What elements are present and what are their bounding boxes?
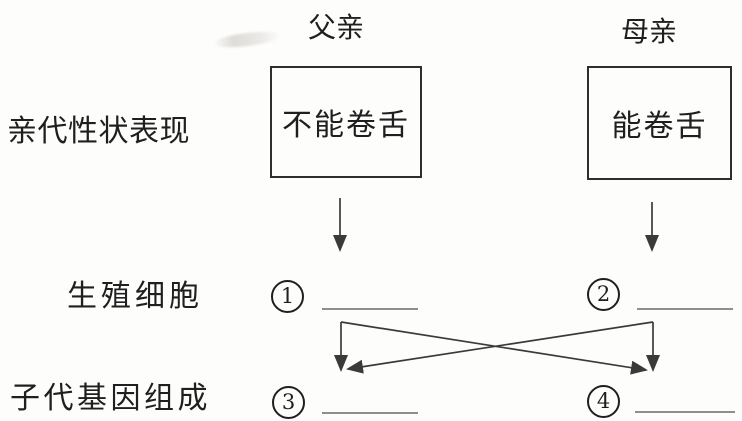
answer-blank-3 [322, 412, 418, 414]
mother-trait-box: 能卷舌 [587, 66, 732, 180]
row-label-parental-traits: 亲代性状表现 [7, 114, 190, 149]
father-trait-text: 不能卷舌 [282, 108, 410, 143]
arrow-cross-gamete-1-to-offspring-4 [340, 321, 648, 375]
circled-number-4: 4 [587, 385, 620, 418]
answer-blank-2 [637, 308, 733, 310]
mother-label: 母亲 [621, 15, 678, 48]
answer-blank-1 [322, 308, 418, 310]
answer-blank-4 [635, 411, 735, 413]
row-label-reproductive-cells: 生殖细胞 [67, 279, 203, 314]
arrow-cross-gamete-2-to-offspring-3 [346, 321, 654, 374]
mother-trait-text: 能卷舌 [611, 109, 708, 144]
father-label: 父亲 [308, 11, 365, 44]
circled-number-1: 1 [271, 280, 304, 313]
circled-number-3: 3 [272, 386, 305, 419]
circled-number-2: 2 [587, 278, 620, 311]
scan-smudge [212, 28, 282, 51]
father-trait-box: 不能卷舌 [270, 66, 422, 178]
row-label-offspring-genotype: 子代基因组成 [10, 381, 211, 416]
